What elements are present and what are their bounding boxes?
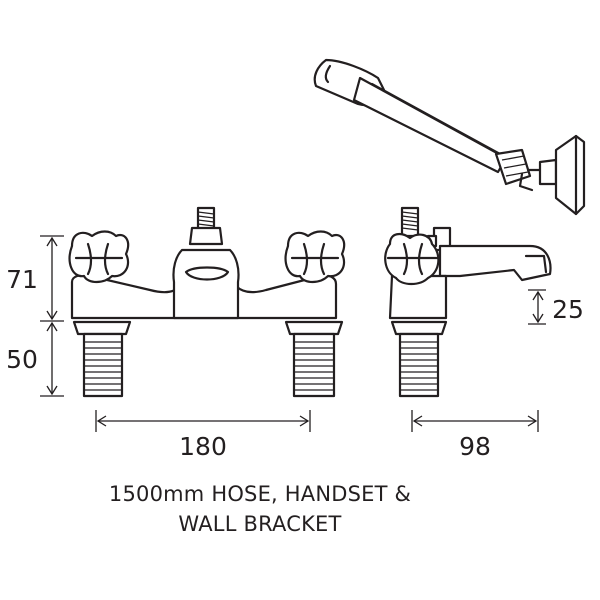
handset-and-wall-bracket: [313, 58, 586, 216]
dim-label-180: 180: [179, 432, 227, 461]
dim-label-98: 98: [459, 432, 491, 461]
note-line-1: 1500mm HOSE, HANDSET &: [108, 482, 412, 506]
note-line-2: WALL BRACKET: [178, 512, 342, 536]
front-view-mixer: [68, 206, 346, 398]
specification-note: 1500mm HOSE, HANDSET & WALL BRACKET: [40, 482, 480, 536]
dim-label-71: 71: [6, 265, 38, 294]
dimension-lines: [40, 235, 546, 432]
dim-label-25: 25: [552, 295, 584, 324]
dim-label-50: 50: [6, 345, 38, 374]
side-view-mixer: [384, 206, 552, 398]
